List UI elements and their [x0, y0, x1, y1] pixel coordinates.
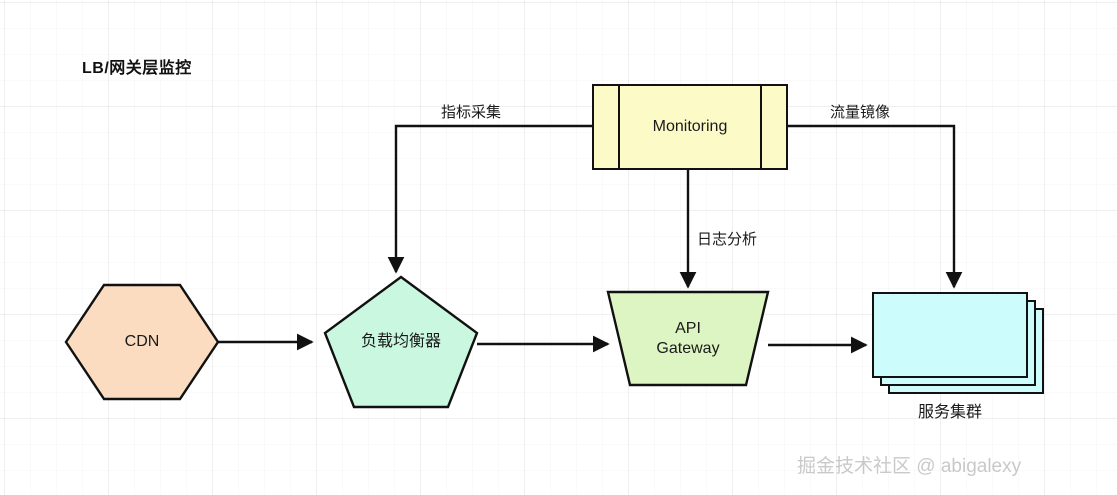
page-title: LB/网关层监控: [82, 60, 192, 77]
node-cdn-label: CDN: [124, 333, 160, 350]
watermark: 掘金技术社区 @ abigalexy: [797, 456, 1022, 477]
edge-monitoring-to-lb: [387, 124, 592, 274]
edge-label-metrics-collection: 指标采集: [441, 104, 502, 121]
node-monitoring[interactable]: Monitoring: [592, 84, 788, 170]
load-balancer-shape: [323, 275, 479, 409]
cdn-shape: [64, 283, 220, 401]
monitoring-right-bar: [760, 86, 762, 168]
monitoring-left-bar: [618, 86, 620, 168]
node-api-gateway[interactable]: API Gateway: [608, 292, 768, 385]
edge-label-log-analysis: 日志分析: [697, 231, 758, 248]
edge-monitoring-to-cluster: [788, 124, 963, 289]
node-load-balancer-label: 负载均衡器: [360, 333, 441, 350]
edge-label-traffic-mirroring: 流量镜像: [830, 104, 891, 121]
node-monitoring-label: Monitoring: [652, 118, 728, 135]
node-service-cluster-label: 服务集群: [917, 404, 982, 421]
service-cluster-sheet-front: [872, 292, 1028, 378]
node-cdn[interactable]: CDN: [66, 285, 218, 399]
node-api-gateway-label: API Gateway: [656, 319, 720, 357]
api-gateway-shape: [606, 290, 770, 387]
node-service-cluster[interactable]: [872, 292, 1044, 394]
node-load-balancer[interactable]: 负载均衡器: [325, 277, 477, 407]
